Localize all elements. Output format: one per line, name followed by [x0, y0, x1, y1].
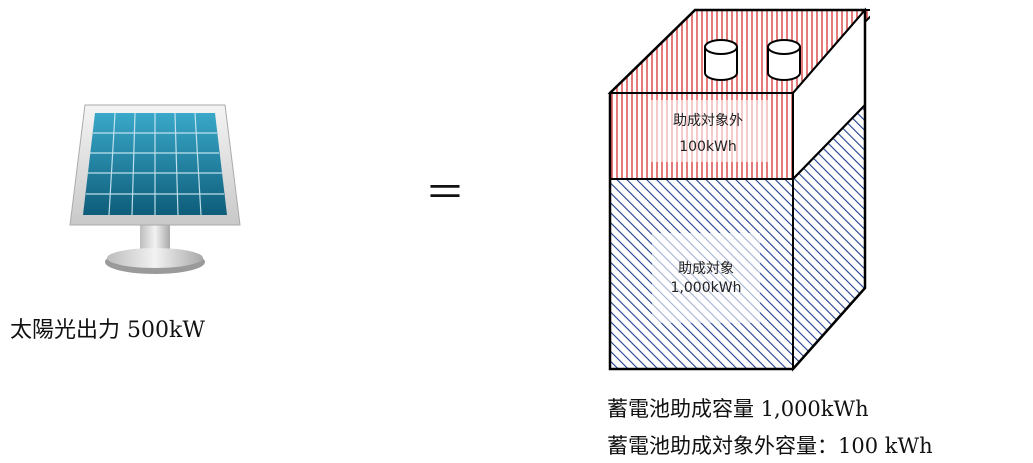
eligible-box [652, 233, 760, 323]
solar-output-label: 太陽光出力 500kW [10, 318, 205, 343]
solar-panel-icon [69, 104, 241, 274]
excluded-capacity-caption: 蓄電池助成対象外容量：100 kWh [607, 434, 933, 458]
excluded-box [648, 100, 768, 162]
eligible-box-line2: 1,000kWh [671, 280, 742, 296]
excluded-box-line2: 100kWh [679, 139, 737, 155]
battery-diagram: 助成対象外 100kWh 助成対象 1,000kWh [607, 7, 870, 372]
battery-terminal-icon [704, 39, 801, 81]
subsidy-capacity-caption: 蓄電池助成容量 1,000kWh [607, 397, 869, 421]
equals-sign: ＝ [425, 170, 465, 216]
eligible-box-line1: 助成対象 [678, 261, 734, 277]
excluded-box-line1: 助成対象外 [673, 113, 743, 129]
